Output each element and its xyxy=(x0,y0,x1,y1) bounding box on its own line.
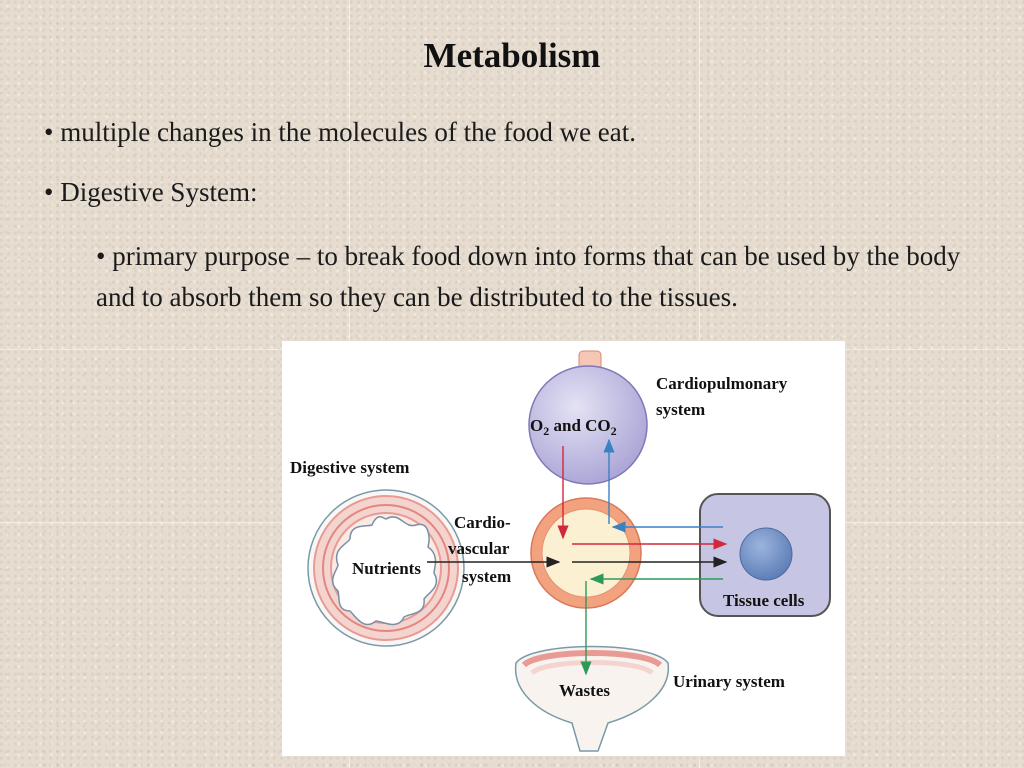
tissue-cell xyxy=(699,493,831,617)
urinary-organ xyxy=(514,645,670,752)
label-cardio-system: system xyxy=(462,567,511,586)
label-urinary-system: Urinary system xyxy=(673,672,785,691)
label-o2-co2: O2 and CO2 xyxy=(530,416,617,438)
label-tissue-cells: Tissue cells xyxy=(723,591,805,610)
label-cardiopulmonary: Cardiopulmonary xyxy=(656,374,788,393)
label-wastes: Wastes xyxy=(559,681,610,700)
slide-title: Metabolism xyxy=(423,36,601,75)
metabolism-diagram: Cardiopulmonary system O2 and CO2 Digest… xyxy=(282,341,845,756)
label-vascular: vascular xyxy=(448,539,510,558)
cardiopulmonary-organ xyxy=(528,350,648,485)
label-cardio: Cardio- xyxy=(454,513,511,532)
label-cardiopulmonary-system: system xyxy=(656,400,705,419)
label-nutrients: Nutrients xyxy=(352,559,421,578)
bullet-molecules: • multiple changes in the molecules of t… xyxy=(44,117,637,147)
digestive-organ xyxy=(307,489,465,647)
label-digestive-system: Digestive system xyxy=(290,458,409,477)
flow-arrows xyxy=(427,438,728,676)
bullet-digestive-system: • Digestive System: xyxy=(44,177,258,207)
bullet-primary-purpose: • primary purpose – to break food down i… xyxy=(96,241,961,312)
